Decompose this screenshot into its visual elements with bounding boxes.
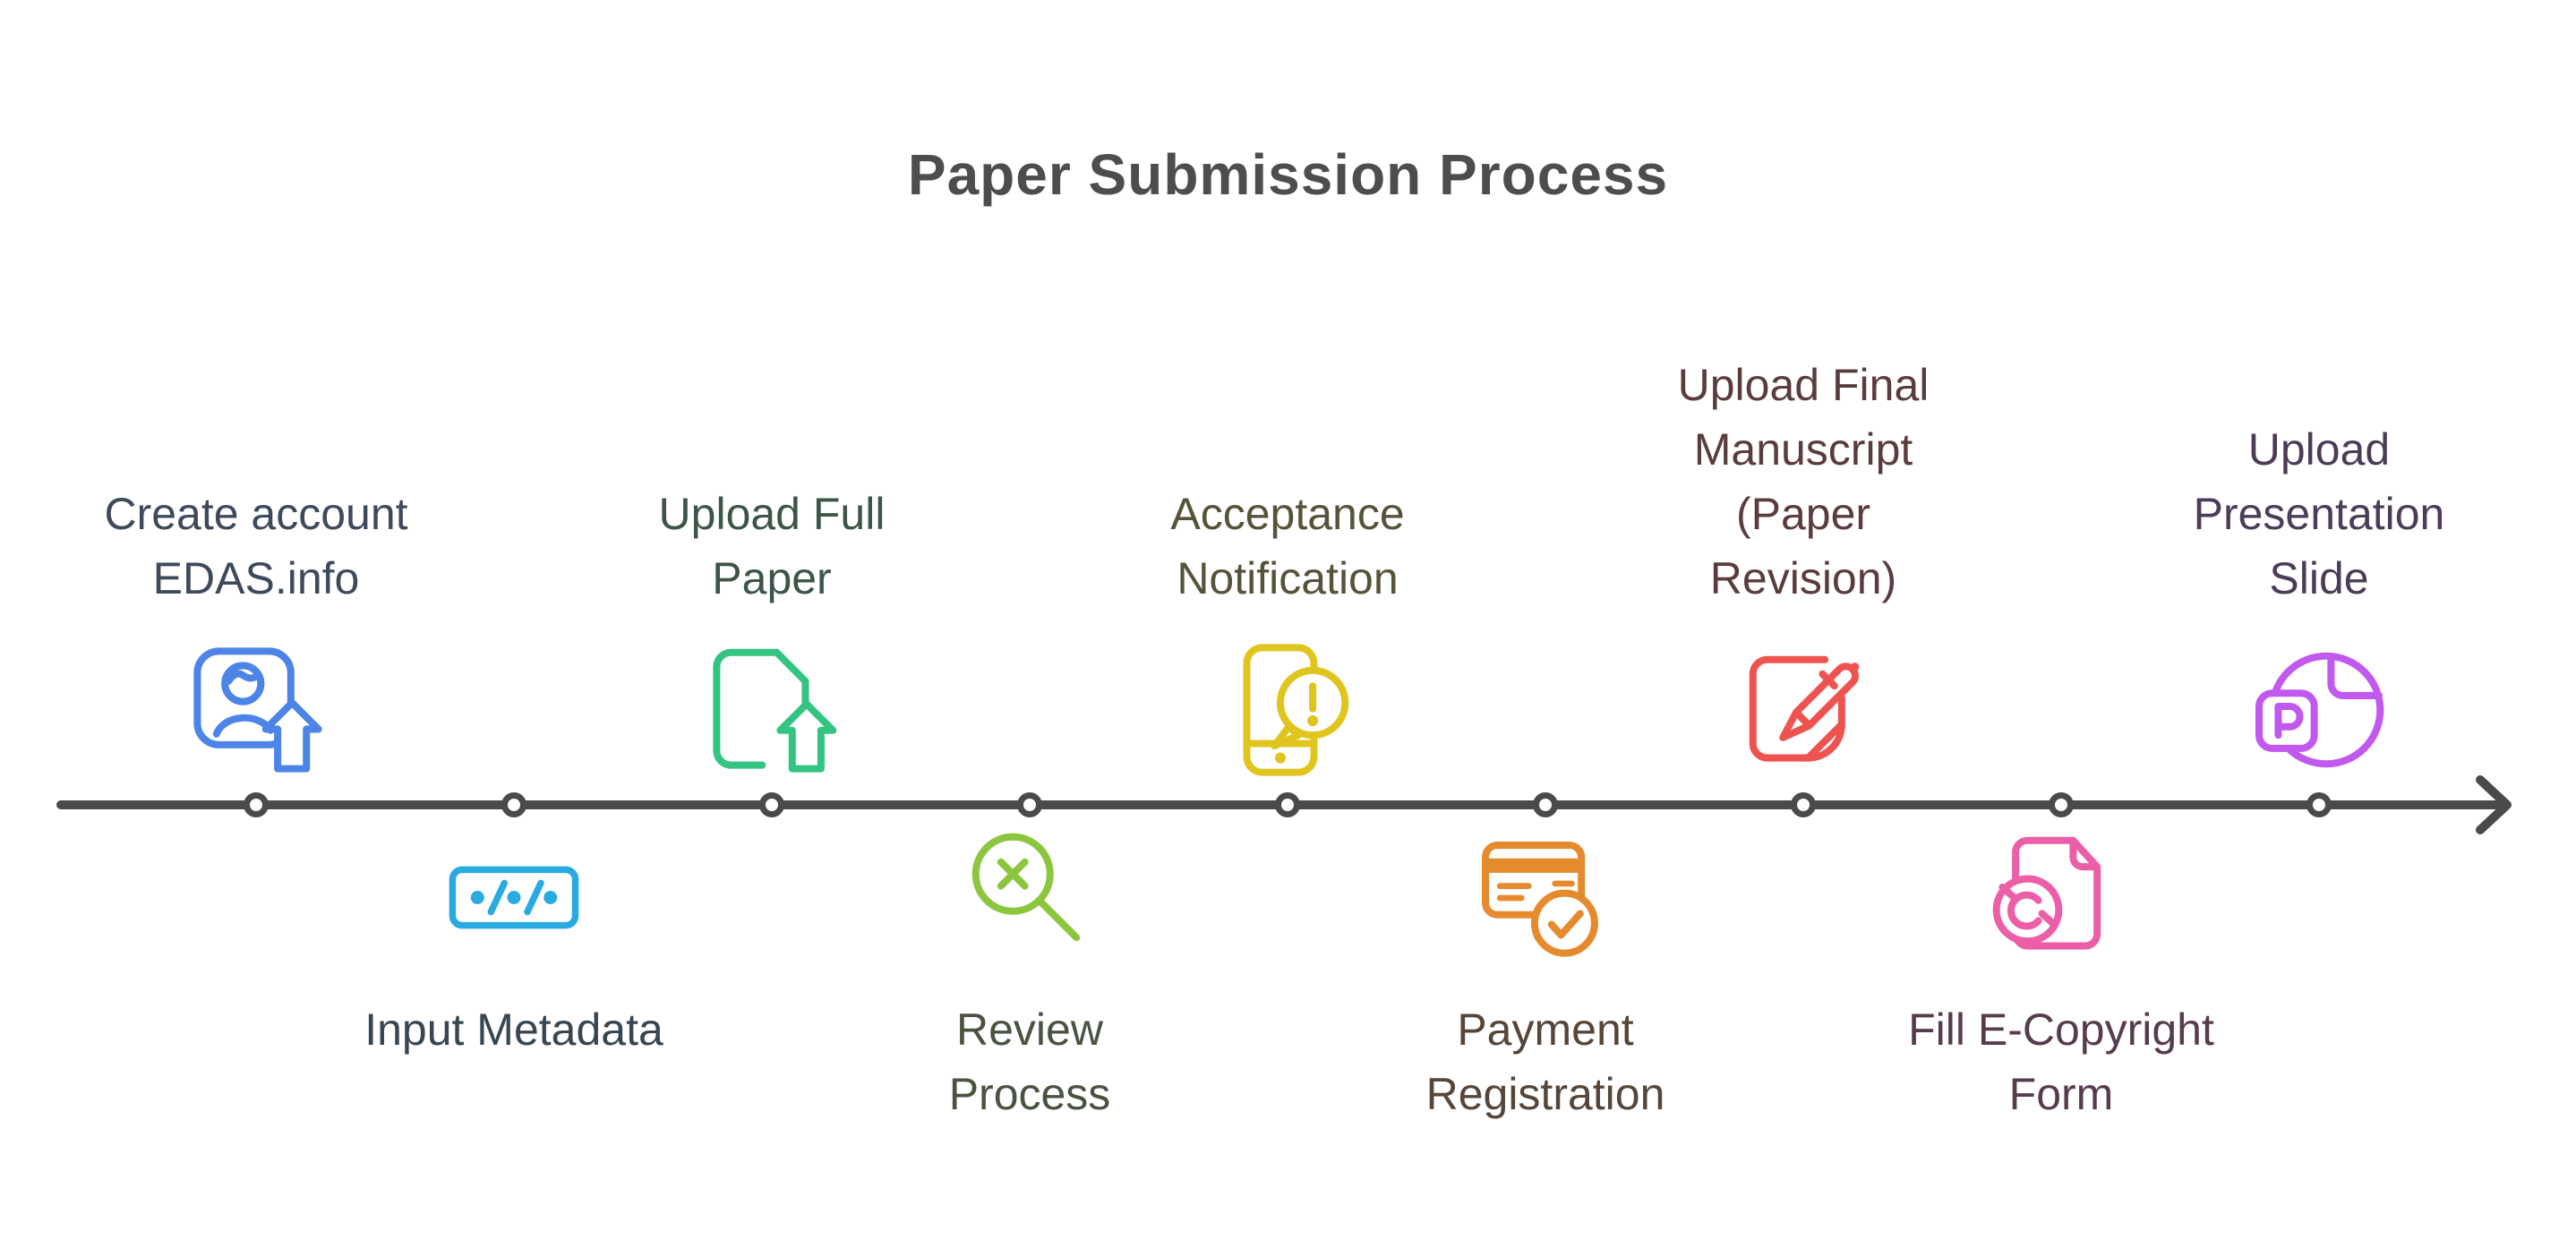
step-label-line: Paper [712,553,832,603]
timeline-node [1791,792,1816,817]
metadata-code-icon [447,828,581,967]
step-label-line: Create account [104,489,408,539]
step-label-line: (Paper [1735,489,1871,539]
step-label-line: Manuscript [1693,424,1913,475]
powerpoint-icon [2252,643,2386,777]
step-label-line: Upload Full [658,489,886,539]
magnifier-x-icon [963,828,1097,967]
step-label-line: Payment [1457,1005,1634,1055]
account-upload-icon [189,643,323,777]
timeline-node [1017,792,1042,817]
phone-alert-icon [1220,643,1355,777]
step-label-line: Revision) [1709,553,1897,603]
step-label-line: Registration [1425,1069,1665,1119]
step-label: Input Metadata [364,997,663,1062]
step-label-line: Acceptance [1170,489,1405,539]
timeline-node [1275,792,1300,817]
timeline-node [244,792,269,817]
right-arrowhead-icon [2476,775,2512,834]
step-label-line: Form [2008,1069,2114,1119]
page-title: Paper Submission Process [907,142,1669,207]
copyright-document-icon [1992,828,2128,967]
step-label-line: EDAS.info [152,553,360,603]
step-label-line: Input Metadata [364,1005,663,1055]
timeline-node [759,792,784,817]
timeline-node [1533,792,1558,817]
step-label-line: Process [948,1069,1111,1119]
step-label-line: Review [956,1005,1103,1055]
step-label-line: Notification [1177,553,1399,603]
document-upload-icon [705,643,839,777]
step-label-line: Slide [2269,553,2369,603]
step-input-metadata: Input Metadata [308,828,720,1062]
document-pen-icon [1736,643,1870,777]
step-label-line: Upload Final [1677,360,1930,410]
timeline-node [501,792,526,817]
timeline-node [2049,792,2074,817]
timeline-node [2306,792,2332,817]
step-label-line: Presentation [2193,489,2445,539]
step-label-line: Fill E-Copyright [1908,1005,2214,1055]
credit-card-check-icon [1478,828,1613,967]
step-label-line: Upload [2247,424,2391,475]
